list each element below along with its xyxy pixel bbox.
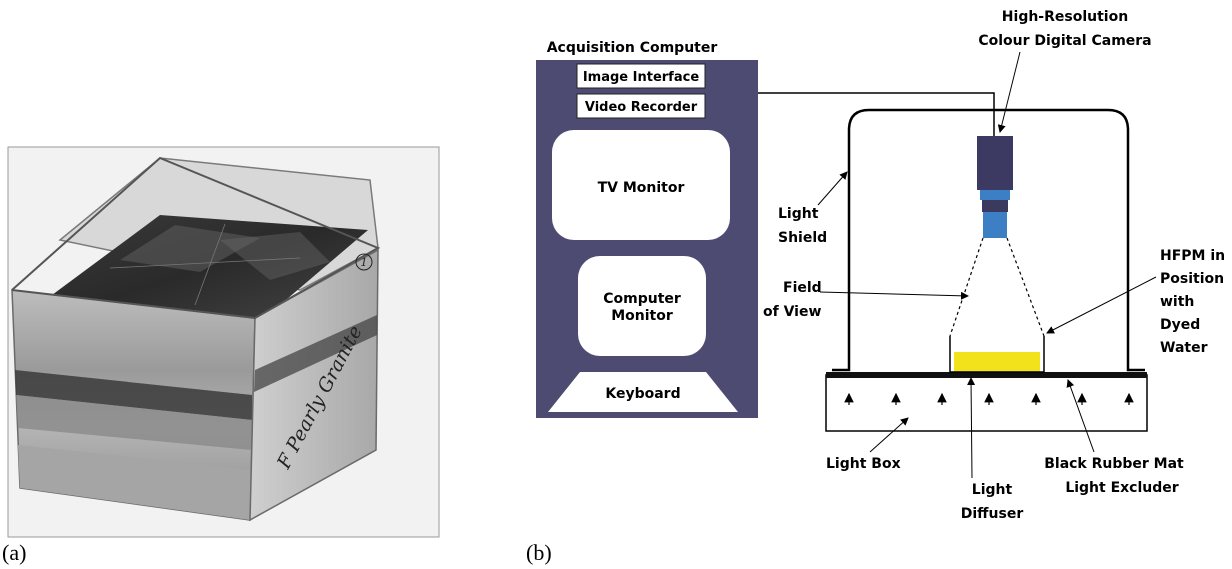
field-of-view-label-1: Field bbox=[783, 280, 822, 296]
hfpm-label-4: Dyed bbox=[1160, 317, 1200, 333]
image-interface-box bbox=[576, 63, 706, 89]
field-of-view-pointer bbox=[819, 291, 969, 300]
video-recorder-box bbox=[576, 93, 706, 119]
caption-b: (b) bbox=[526, 540, 552, 565]
keyboard bbox=[548, 372, 738, 412]
light-arrows bbox=[844, 392, 1134, 405]
box-side-face bbox=[249, 248, 379, 522]
camera-pointer bbox=[997, 51, 1021, 133]
hfpm-dyed-water bbox=[954, 352, 1040, 372]
computer-monitor-label-1: Computer bbox=[603, 291, 681, 307]
grid-line bbox=[109, 257, 301, 269]
rubber-mat-label-2: Light Excluder bbox=[1065, 480, 1178, 496]
caption-a: (a) bbox=[2, 540, 26, 565]
field-of-view-label-2: of View bbox=[763, 304, 821, 320]
hfpm-label-1: HFPM in bbox=[1160, 248, 1225, 264]
side-dark-band bbox=[254, 315, 377, 392]
rubber-mat-label-1: Black Rubber Mat bbox=[1044, 456, 1184, 472]
light-diffuser-label-1: Light bbox=[972, 482, 1013, 498]
rubber-mat-pointer bbox=[1066, 379, 1095, 453]
hfpm-pointer bbox=[1046, 276, 1157, 334]
light-diffuser-label-2: Diffuser bbox=[961, 506, 1024, 522]
light-box bbox=[825, 374, 1148, 432]
camera-lens-3 bbox=[983, 212, 1007, 238]
front-mid-band bbox=[16, 395, 252, 450]
grid-line bbox=[194, 223, 226, 306]
computer-title: Acquisition Computer bbox=[547, 40, 718, 56]
light-box-label: Light Box bbox=[826, 456, 901, 472]
light-box-pointer bbox=[869, 417, 909, 453]
front-lower-band bbox=[18, 445, 251, 520]
hfpm-label-5: Water bbox=[1160, 340, 1208, 356]
camera-body bbox=[977, 136, 1013, 190]
light-shield bbox=[832, 108, 1145, 372]
computer-monitor-label-2: Monitor bbox=[611, 308, 673, 324]
light-shield-pointer bbox=[817, 171, 848, 206]
panel-b: Acquisition Computer Image Interface Vid… bbox=[520, 0, 1232, 569]
light-shield-label-2: Shield bbox=[778, 230, 827, 246]
hfpm-label-2: Position bbox=[1160, 271, 1224, 287]
sample-top-highlight-2 bbox=[220, 232, 330, 280]
photo-figure: F Pearly Granite 1 (a) bbox=[2, 146, 440, 565]
front-dark-band bbox=[15, 370, 252, 420]
keyboard-label: Keyboard bbox=[605, 386, 680, 402]
tv-monitor-label: TV Monitor bbox=[598, 180, 685, 196]
sample-top-surface bbox=[52, 215, 368, 318]
sample-top-highlight bbox=[120, 225, 260, 272]
field-of-view-line-right bbox=[1006, 237, 1045, 337]
glass-rim bbox=[11, 156, 381, 320]
camera-lens-1 bbox=[980, 190, 1010, 200]
tv-monitor bbox=[552, 130, 730, 240]
field-of-view-line-left bbox=[949, 237, 984, 337]
svg-text:1: 1 bbox=[361, 256, 368, 269]
schematic-figure: Acquisition Computer Image Interface Vid… bbox=[526, 9, 1225, 565]
camera-lens-2 bbox=[982, 200, 1008, 212]
rubber-mat bbox=[826, 372, 1147, 378]
photo-corner-mark: 1 bbox=[355, 253, 373, 271]
video-recorder-label: Video Recorder bbox=[585, 100, 698, 115]
hfpm-label-3: with bbox=[1160, 294, 1194, 310]
camera-label-1: High-Resolution bbox=[1002, 9, 1128, 25]
hfpm-container bbox=[949, 336, 1045, 373]
light-diffuser-pointer bbox=[967, 377, 976, 479]
light-shield-label-1: Light bbox=[778, 206, 819, 222]
computer-monitor bbox=[578, 256, 706, 356]
image-interface-label: Image Interface bbox=[583, 70, 699, 85]
camera-label-2: Colour Digital Camera bbox=[978, 33, 1151, 49]
camera-cable bbox=[758, 92, 995, 136]
panel-a: F Pearly Granite 1 (a) bbox=[0, 0, 520, 569]
